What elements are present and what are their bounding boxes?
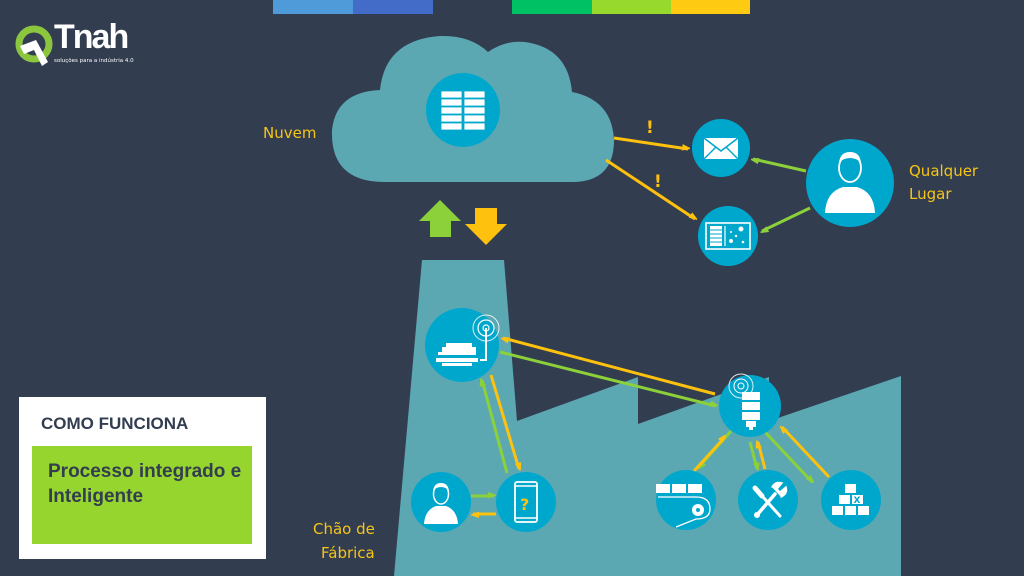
arrow-gateway-to-mobile	[489, 374, 519, 469]
server-icon	[440, 90, 486, 131]
arrow-boxes-to-sensor	[782, 427, 831, 479]
alert-icon: !	[646, 118, 654, 138]
arrow-tools-to-sensor	[758, 442, 767, 470]
arrow-cloud-to-dashboard	[605, 158, 695, 219]
remote-user-node[interactable]	[806, 139, 894, 227]
gateway-icon	[436, 314, 500, 366]
arrow-cloud-to-email	[613, 136, 688, 149]
cloud-label: Nuvem	[263, 124, 317, 142]
mobile-question-mark: ?	[520, 495, 529, 514]
card-body: Processo integrado e Inteligente	[48, 461, 242, 507]
gateway-node[interactable]	[425, 308, 500, 382]
arrow-user-to-dashboard	[762, 206, 811, 231]
cloud-server-node[interactable]	[426, 73, 500, 147]
color-bar-segment-1	[273, 0, 353, 14]
upload-arrow-icon	[419, 200, 461, 237]
dashboard-icon	[705, 222, 751, 250]
mobile-node[interactable]: ?	[496, 472, 556, 532]
conveyor-icon	[656, 484, 711, 528]
how-it-works-card: COMO FUNCIONA Processo integrado e Intel…	[19, 397, 266, 559]
arrow-sensor-to-gateway	[503, 336, 716, 396]
color-bar-segment-3	[512, 0, 592, 14]
tools-icon	[752, 481, 788, 518]
inventory-x-mark: X	[854, 496, 861, 506]
alert-icon: !	[654, 172, 662, 192]
factory-floor-label-line1: Chão de	[313, 520, 375, 538]
color-bar-segment-5	[671, 0, 750, 14]
card-title: COMO FUNCIONA	[41, 414, 189, 433]
envelope-icon	[703, 137, 739, 160]
inventory-node[interactable]: X	[821, 470, 881, 530]
anywhere-label-line2: Lugar	[909, 185, 952, 203]
dashboard-node[interactable]	[698, 206, 758, 266]
boxes-icon: X	[832, 484, 869, 515]
arrow-user-to-email	[753, 157, 807, 173]
logo: Tnah soluções para a indústria 4.0	[14, 18, 144, 68]
maintenance-node[interactable]	[738, 470, 798, 530]
arrow-sensor-to-tools	[748, 441, 757, 469]
download-arrow-icon	[465, 208, 507, 245]
color-bar-segment-2	[353, 0, 433, 14]
sensor-node[interactable]	[719, 373, 781, 437]
card-highlight: Processo integrado e Inteligente	[32, 446, 252, 544]
mobile-question-icon: ?	[514, 481, 538, 523]
logo-tagline: soluções para a indústria 4.0	[54, 58, 134, 64]
factory-floor-label-line2: Fábrica	[321, 544, 375, 562]
operator-node[interactable]	[411, 472, 471, 532]
conveyor-node[interactable]	[656, 470, 716, 530]
user-icon	[424, 483, 458, 524]
anywhere-label-line1: Qualquer	[909, 162, 979, 180]
color-bar-segment-4	[592, 0, 671, 14]
arrow-conveyor-to-sensor	[692, 437, 725, 473]
user-icon	[825, 152, 875, 213]
arrow-mobile-to-gateway	[482, 380, 509, 474]
sensor-icon	[728, 373, 760, 430]
email-node[interactable]	[692, 119, 750, 177]
logo-mark-icon	[15, 25, 53, 66]
factory-shape	[394, 260, 901, 576]
arrow-sensor-to-boxes	[763, 430, 812, 482]
arrow-gateway-to-sensor	[499, 350, 716, 408]
logo-brand: Tnah	[54, 18, 129, 56]
